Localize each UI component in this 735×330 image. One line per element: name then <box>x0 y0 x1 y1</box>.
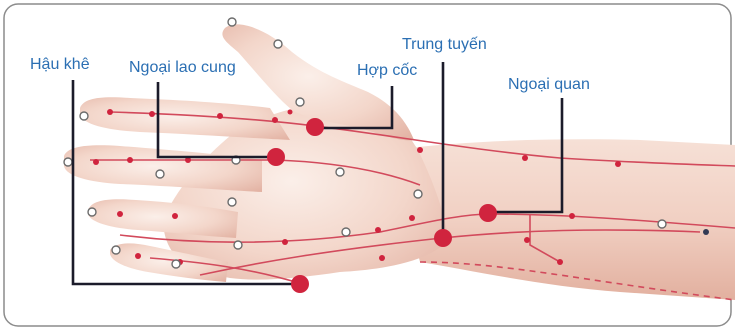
acupoint-marker <box>274 40 282 48</box>
acupoint <box>135 253 141 259</box>
acupoint <box>288 110 293 115</box>
acupoint <box>522 155 528 161</box>
acupoint <box>379 255 385 261</box>
acupoint-marker <box>414 190 422 198</box>
acupoint <box>217 113 223 119</box>
label-hau-khe: Hậu khê <box>30 56 90 74</box>
acupoint-hau-khe <box>291 275 309 293</box>
acupoint <box>282 239 288 245</box>
acupoint <box>107 109 113 115</box>
acupoint <box>93 159 99 165</box>
acupoint <box>127 157 133 163</box>
acupoint-ngoai-lao-cung <box>267 148 285 166</box>
label-ngoai-lao-cung: Ngoại lao cung <box>129 59 236 77</box>
acupoint <box>117 211 123 217</box>
acupoint-marker <box>112 246 120 254</box>
acupoint <box>272 117 278 123</box>
label-hop-coc: Hợp cốc <box>357 62 417 80</box>
acupoint-marker <box>658 220 666 228</box>
acupoint-marker <box>234 241 242 249</box>
label-ngoai-quan: Ngoại quan <box>508 76 590 94</box>
acupoint <box>569 213 575 219</box>
acupoint-marker <box>156 170 164 178</box>
acupoint <box>172 213 178 219</box>
acupoint <box>417 147 423 153</box>
acupoint-marker <box>172 260 180 268</box>
acupoint-marker <box>64 158 72 166</box>
acupoint-marker-dark <box>703 229 709 235</box>
acupoint-marker <box>228 18 236 26</box>
acupoint <box>409 215 415 221</box>
acupoint <box>557 259 563 265</box>
acupoint <box>615 161 621 167</box>
acupoint-marker <box>228 198 236 206</box>
acupoint <box>375 227 381 233</box>
acupoint-marker <box>342 228 350 236</box>
acupoint <box>524 237 530 243</box>
acupoint-marker <box>336 168 344 176</box>
acupoint-ngoai-quan <box>479 204 497 222</box>
acupoint-hop-coc <box>306 118 324 136</box>
acupoint-marker <box>80 112 88 120</box>
acupoint-marker <box>88 208 96 216</box>
label-trung-tuyen: Trung tuyến <box>402 36 487 54</box>
acupoint-marker <box>296 98 304 106</box>
acupoint <box>149 111 155 117</box>
acupoint-trung-tuyen <box>434 229 452 247</box>
